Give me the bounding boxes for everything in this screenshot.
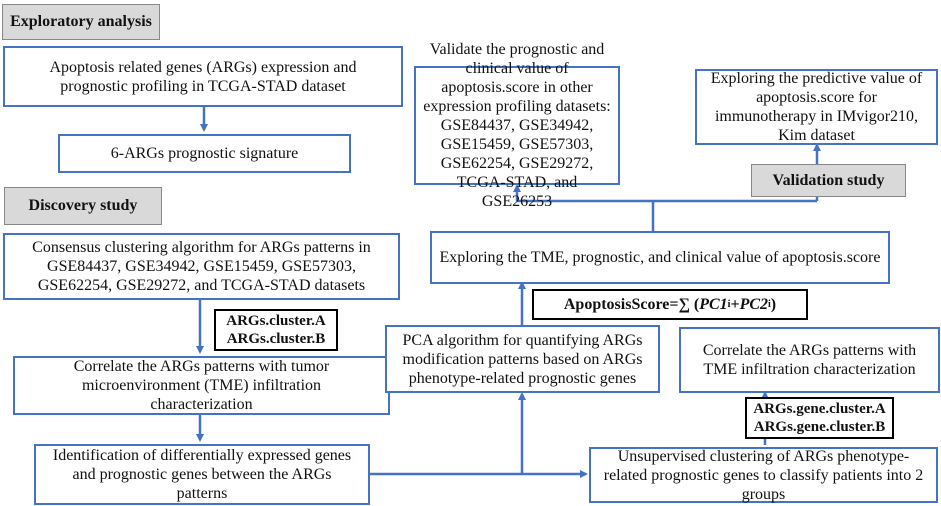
- consensus-clustering-box: Consensus clustering algorithm for ARGs …: [3, 233, 400, 300]
- formula-plus: +: [730, 295, 740, 313]
- pca-algorithm-box: PCA algorithm for quantifying ARGs modif…: [385, 325, 660, 393]
- cluster-a-label: ARGs.cluster.A: [226, 313, 326, 329]
- formula-sub2: i: [768, 299, 771, 310]
- formula-close: ): [770, 295, 777, 313]
- gene-cluster-b-label: ARGs.gene.cluster.B: [753, 419, 886, 435]
- validation-study-label: Validation study: [751, 164, 906, 197]
- immunotherapy-box: Exploring the predictive value of apopto…: [695, 69, 938, 145]
- prognostic-signature-box: 6-ARGs prognostic signature: [58, 134, 351, 173]
- correlate-tme-box: Correlate the ARGs patterns with tumor m…: [13, 356, 390, 415]
- correlate-tme-box-2: Correlate the ARGs patterns with TME inf…: [679, 327, 940, 393]
- discovery-study-label: Discovery study: [4, 187, 162, 225]
- args-cluster-tag: ARGs.cluster.A ARGs.cluster.B: [214, 309, 338, 351]
- gene-cluster-a-label: ARGs.gene.cluster.A: [753, 401, 886, 417]
- formula-pc1: PC1: [699, 295, 728, 313]
- exploratory-analysis-label: Exploratory analysis: [2, 4, 160, 40]
- cluster-b-label: ARGs.cluster.B: [226, 331, 326, 347]
- differential-genes-box: Identification of differentially express…: [34, 444, 370, 505]
- formula-lhs: ApoptosisScore=∑ (: [563, 295, 700, 313]
- arg-profiling-box: Apoptosis related genes (ARGs) expressio…: [3, 46, 403, 107]
- args-gene-cluster-tag: ARGs.gene.cluster.A ARGs.gene.cluster.B: [745, 397, 894, 439]
- tme-value-box: Exploring the TME, prognostic, and clini…: [430, 231, 890, 284]
- validate-datasets-box: Validate the prognostic and clinical val…: [414, 41, 620, 210]
- formula-sub1: i: [727, 299, 731, 310]
- unsupervised-clustering-box: Unsupervised clustering of ARGs phenotyp…: [589, 447, 938, 503]
- formula-pc2: PC2: [739, 295, 769, 313]
